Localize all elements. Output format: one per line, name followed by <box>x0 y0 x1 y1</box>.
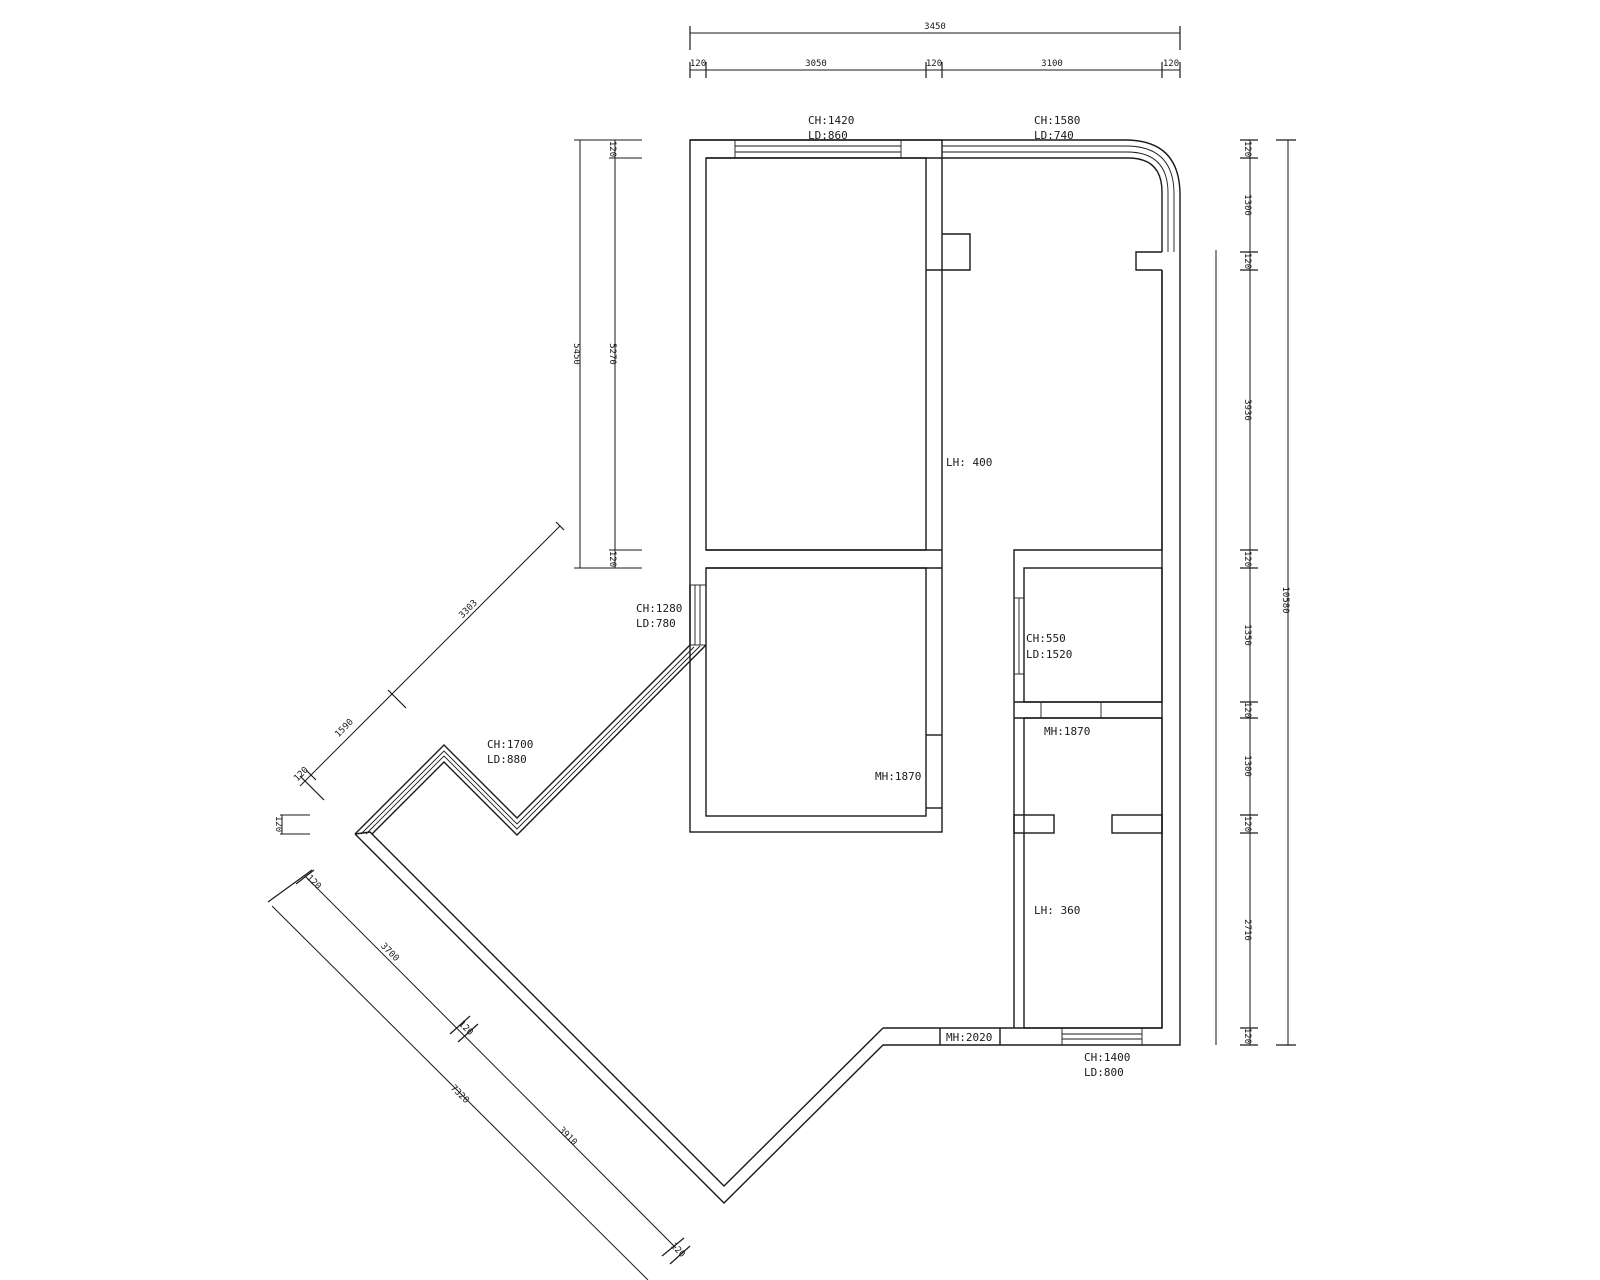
dimension-text: 120 <box>607 141 617 157</box>
wall-stub <box>1111 814 1163 834</box>
dimension-text: 120 <box>1242 253 1252 269</box>
right-ticks <box>1240 139 1258 1046</box>
wall-stub <box>1013 814 1055 834</box>
dimension-text: 1590 <box>333 717 355 739</box>
window-top-right <box>942 151 1169 252</box>
window-left <box>689 584 707 646</box>
pillar <box>1135 251 1162 271</box>
dimension-left: 5450 5270 120 120 <box>571 139 642 569</box>
outer-wall <box>354 139 1181 1204</box>
opening-labels: CH:1420 LD:860 CH:1580 LD:740 CH:1280 LD… <box>487 114 1130 1079</box>
dimension-text: 5450 <box>571 343 581 365</box>
window-diagonal <box>360 646 695 835</box>
dimension-text: 1300 <box>1242 755 1252 777</box>
opening-label: LD:860 <box>808 129 848 142</box>
dimension-text: 1350 <box>1242 624 1252 646</box>
dimension-text: 120 <box>1242 141 1252 157</box>
dimension-text: 1300 <box>1242 194 1252 216</box>
dimension-text: 120 <box>273 816 283 832</box>
opening-label: CH:550 <box>1026 632 1066 645</box>
dimension-text: 7320 <box>448 1083 470 1105</box>
height-label: LH: 400 <box>946 456 992 469</box>
bath-room <box>1023 717 1163 1029</box>
walls <box>354 139 1181 1204</box>
dimension-text: 120 <box>292 765 311 784</box>
dimension-text: 120 <box>1242 551 1252 567</box>
dimension-text: 120 <box>1242 1028 1252 1044</box>
dimension-text: 2710 <box>1242 919 1252 941</box>
opening-label: LD:880 <box>487 753 527 766</box>
height-label: LH: 360 <box>1034 904 1080 917</box>
dimension-text: 120 <box>668 1241 687 1260</box>
height-label: MH:2020 <box>946 1031 992 1044</box>
dimension-top: 3450 120 3050 120 3100 120 <box>689 22 1181 78</box>
diagonal-wall <box>354 831 884 1187</box>
opening-label: LD:740 <box>1034 129 1074 142</box>
dimension-text: 120 <box>456 1019 475 1038</box>
dimension-text: 120 <box>1242 702 1252 718</box>
height-label: MH:1870 <box>1044 725 1090 738</box>
dimension-text: 3100 <box>1041 59 1063 69</box>
opening-label: CH:1420 <box>808 114 854 127</box>
outer-wall-inner <box>706 157 1163 252</box>
dimension-text: 120 <box>1242 816 1252 832</box>
dimension-text: 3910 <box>556 1125 578 1147</box>
dimension-text: 120 <box>1163 59 1179 69</box>
dimension-right: 10580 120 1300 120 3930 120 1350 120 130… <box>1215 139 1296 1046</box>
opening-label: CH:1580 <box>1034 114 1080 127</box>
bay-wall-inner <box>371 644 707 836</box>
opening-label: LD:1520 <box>1026 648 1072 661</box>
pillar <box>926 233 971 271</box>
bedroom-upper-room <box>705 157 927 551</box>
dimension-text: 3050 <box>805 59 827 69</box>
window-top-right <box>942 145 1175 252</box>
dimension-text: 120 <box>690 59 706 69</box>
window-top-left <box>734 139 902 159</box>
window-bottom <box>1061 1027 1143 1046</box>
dimension-diagonal-lower: 120 3700 120 7320 3910 120 <box>267 869 691 1280</box>
dimension-text: 3930 <box>1242 399 1252 421</box>
bedroom-upper-outer <box>689 139 943 833</box>
opening-label: LD:800 <box>1084 1066 1124 1079</box>
dimension-text: 10580 <box>1280 586 1290 613</box>
opening-label: LD:780 <box>636 617 676 630</box>
window-diagonal <box>365 645 701 835</box>
dimension-small: 120 <box>273 814 310 835</box>
windows <box>360 139 1175 1046</box>
dimension-text: 120 <box>607 551 617 567</box>
height-label: MH:1870 <box>875 770 921 783</box>
opening-label: CH:1280 <box>636 602 682 615</box>
dimension-text: 120 <box>926 59 942 69</box>
dimension-text: 3450 <box>924 22 946 32</box>
door-opening <box>1040 701 1102 719</box>
opening-label: CH:1700 <box>487 738 533 751</box>
dimension-text: 5270 <box>607 343 617 365</box>
opening-label: CH:1400 <box>1084 1051 1130 1064</box>
